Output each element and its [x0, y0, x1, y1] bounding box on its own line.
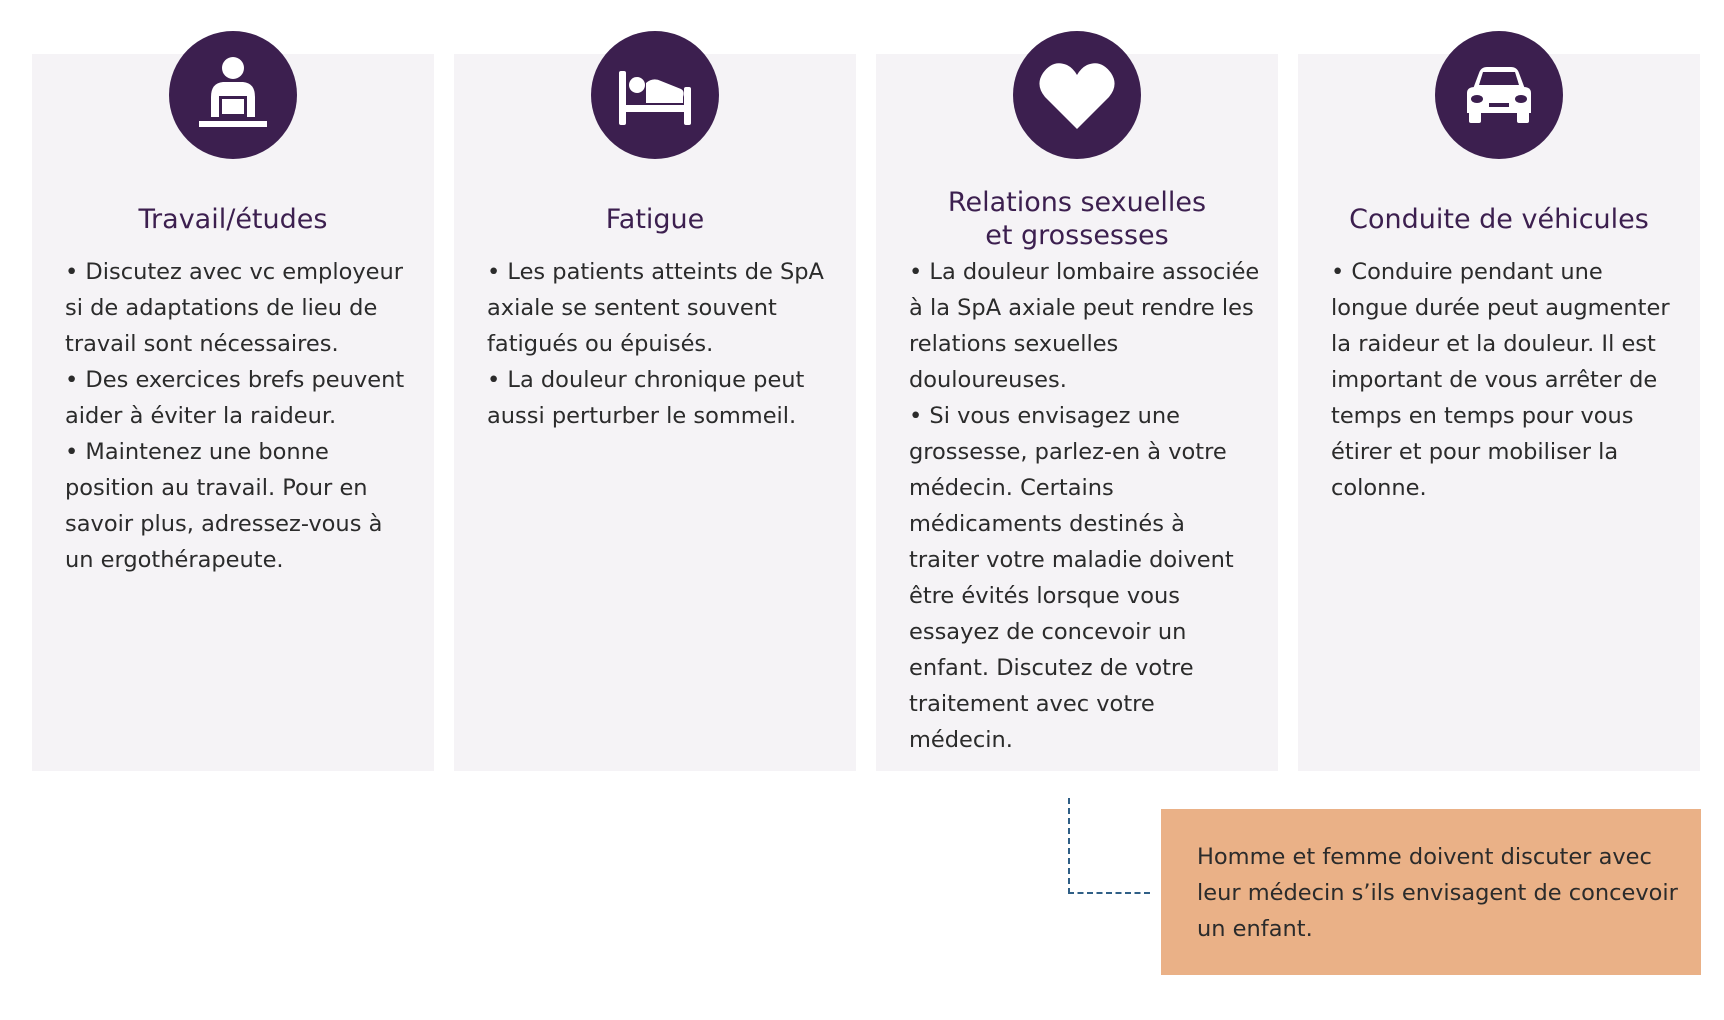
- car-icon: [1435, 31, 1563, 159]
- bullet-item: • Maintenez une bonne position au travai…: [65, 439, 383, 573]
- bullet-item: • Si vous envisagez une grossesse, parle…: [909, 403, 1234, 753]
- card-title: Conduite de véhicules: [1349, 203, 1649, 235]
- card-body: • Conduire pendant une longue durée peut…: [1331, 254, 1682, 506]
- bullet-item: • Les patients atteints de SpA axiale se…: [487, 259, 824, 357]
- bullet-item: • La douleur lombaire associée à la SpA …: [909, 259, 1260, 393]
- bullet-item: • La douleur chronique peut aussi pertur…: [487, 367, 805, 429]
- card-body: • Discutez avec vc employeur si de adapt…: [65, 254, 416, 578]
- heart-icon: [1013, 31, 1141, 159]
- card-relations-grossesses: Relations sexuelles et grossesses • La d…: [876, 31, 1278, 771]
- note-text: Homme et femme doivent discuter avec leu…: [1197, 844, 1678, 942]
- bullet-item: • Discutez avec vc employeur si de adapt…: [65, 259, 404, 357]
- card-body: • Les patients atteints de SpA axiale se…: [487, 254, 838, 434]
- card-title: Fatigue: [605, 203, 705, 235]
- card-title: Travail/études: [138, 203, 328, 235]
- card-conduite-vehicules: Conduite de véhicules • Conduire pendant…: [1298, 31, 1700, 771]
- card-fatigue: Fatigue • Les patients atteints de SpA a…: [454, 31, 856, 771]
- card-body: • La douleur lombaire associée à la SpA …: [909, 254, 1260, 758]
- card-title: Relations sexuelles et grossesses: [947, 187, 1207, 251]
- dashed-connector: [1068, 798, 1150, 894]
- bullet-item: • Des exercices brefs peuvent aider à év…: [65, 367, 405, 429]
- person-at-laptop-icon: [169, 31, 297, 159]
- person-in-bed-icon: [591, 31, 719, 159]
- note-box: Homme et femme doivent discuter avec leu…: [1161, 809, 1701, 975]
- bullet-item: • Conduire pendant une longue durée peut…: [1331, 259, 1670, 501]
- card-travail-etudes: Travail/études • Discutez avec vc employ…: [32, 31, 434, 771]
